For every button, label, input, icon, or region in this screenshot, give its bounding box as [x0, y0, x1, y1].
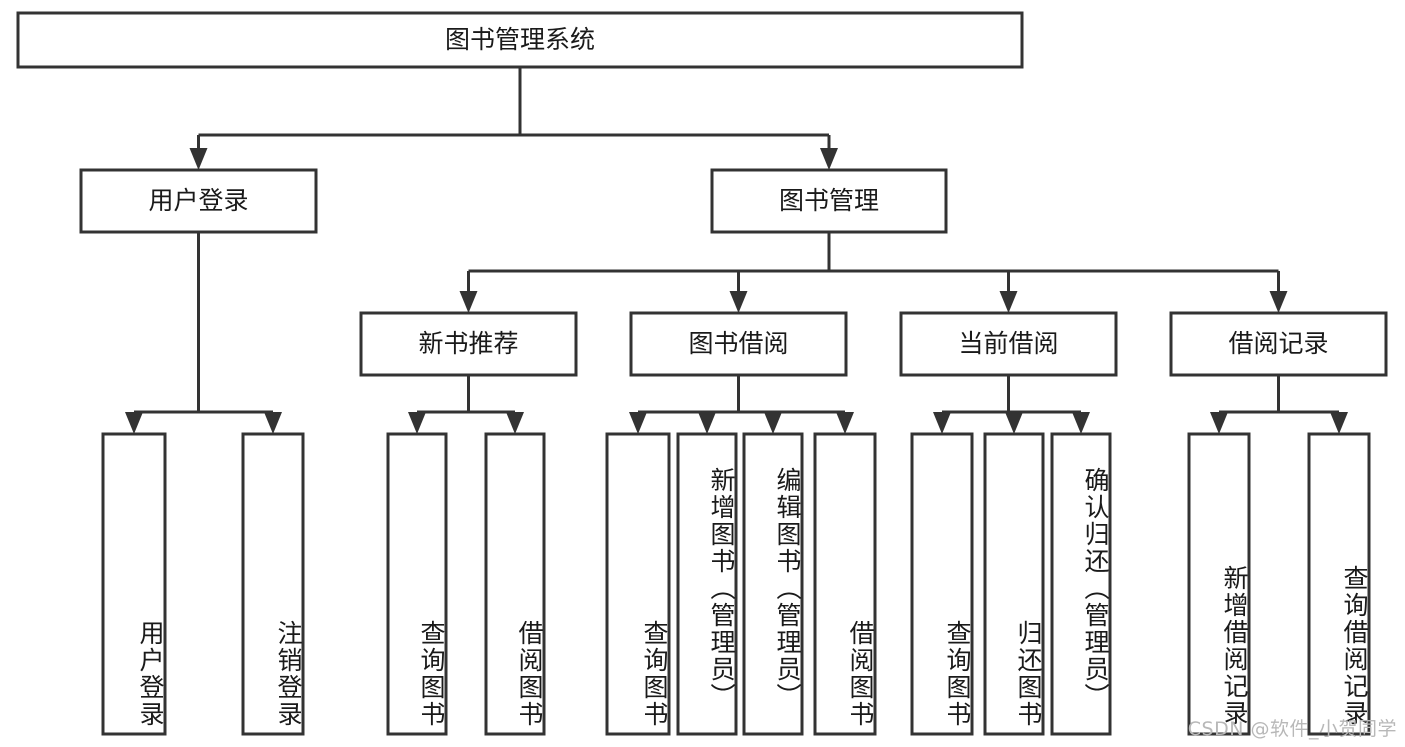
level2-node-1-rect [710, 168, 948, 234]
leaf-node-7-rect [813, 432, 877, 736]
level3-node-0-label: 新书推荐 [418, 329, 518, 358]
leaf-node-1-rect [241, 432, 305, 736]
leaf-node-4[interactable] [605, 432, 671, 736]
arrow-down-icon [506, 412, 524, 434]
leaf-node-5[interactable] [676, 432, 738, 736]
leaf-node-10[interactable] [1050, 432, 1112, 736]
level3-node-2[interactable]: 当前借阅 [899, 311, 1118, 377]
arrow-down-icon [1072, 412, 1090, 434]
leaf-node-5-rect [676, 432, 738, 736]
level2-node-0-label: 用户登录 [148, 186, 248, 215]
level2-node-1[interactable]: 图书管理 [710, 168, 948, 234]
arrow-down-icon [764, 412, 782, 434]
level3-node-0[interactable]: 新书推荐 [359, 311, 578, 377]
arrow-down-icon [999, 291, 1018, 313]
leaf-node-9[interactable] [983, 432, 1045, 736]
leaf-node-6-rect [742, 432, 804, 736]
leaf-node-6[interactable] [742, 432, 804, 736]
arrow-down-icon [189, 148, 208, 170]
leaf-node-0-rect [101, 432, 167, 736]
arrow-down-icon [125, 412, 143, 434]
arrow-down-icon [629, 412, 647, 434]
level3-node-1-label: 图书借阅 [688, 329, 788, 358]
level2-node-1-label: 图书管理 [779, 186, 879, 215]
arrow-down-icon [264, 412, 282, 434]
connector-layer [125, 67, 1348, 434]
root-node-book-management-system-rect [16, 11, 1024, 69]
level2-node-0-rect [79, 168, 318, 234]
root-node-book-management-system-label: 图书管理系统 [445, 25, 595, 54]
level2-node-0[interactable]: 用户登录 [79, 168, 318, 234]
leaf-node-10-rect [1050, 432, 1112, 736]
leaf-node-7[interactable] [813, 432, 877, 736]
leaf-node-2[interactable] [386, 432, 448, 736]
leaf-node-1[interactable] [241, 432, 305, 736]
arrow-down-icon [1210, 412, 1228, 434]
level3-node-2-rect [899, 311, 1118, 377]
arrow-down-icon [933, 412, 951, 434]
level3-node-3[interactable]: 借阅记录 [1169, 311, 1388, 377]
leaf-node-8-rect [910, 432, 974, 736]
leaf-node-12[interactable] [1307, 432, 1371, 736]
arrow-down-icon [820, 148, 838, 170]
level3-node-1[interactable]: 图书借阅 [629, 311, 848, 377]
level3-node-3-rect [1169, 311, 1388, 377]
leaf-node-3-rect [484, 432, 546, 736]
arrow-down-icon [698, 412, 716, 434]
arrow-down-icon [1005, 412, 1023, 434]
leaf-node-8[interactable] [910, 432, 974, 736]
level3-node-2-label: 当前借阅 [958, 329, 1058, 358]
arrow-down-icon [729, 291, 748, 313]
leaf-node-11[interactable] [1187, 432, 1251, 736]
leaf-node-11-rect [1187, 432, 1251, 736]
arrow-down-icon [459, 291, 478, 313]
leaf-node-12-rect [1307, 432, 1371, 736]
arrow-down-icon [836, 412, 854, 434]
leaf-node-9-rect [983, 432, 1045, 736]
root-node-book-management-system[interactable]: 图书管理系统 [16, 11, 1024, 69]
leaf-node-3[interactable] [484, 432, 546, 736]
level3-node-0-rect [359, 311, 578, 377]
leaf-node-0[interactable] [101, 432, 167, 736]
leaf-node-4-rect [605, 432, 671, 736]
leaf-node-2-rect [386, 432, 448, 736]
level3-node-1-rect [629, 311, 848, 377]
arrow-down-icon [408, 412, 426, 434]
arrow-down-icon [1330, 412, 1348, 434]
watermark: CSDN @软件_小贺同学 [1187, 718, 1397, 740]
arrow-down-icon [1269, 291, 1288, 313]
level3-node-3-label: 借阅记录 [1228, 329, 1328, 358]
